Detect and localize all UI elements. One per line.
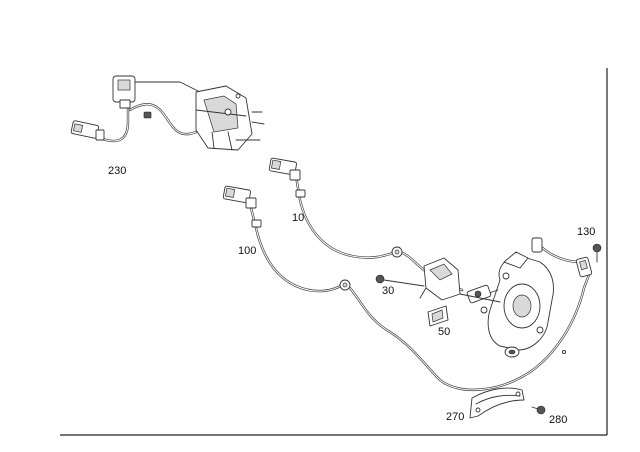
part-label-230: 230: [108, 165, 126, 177]
part-label-50: 50: [438, 326, 450, 338]
part-label-280: 280: [549, 414, 567, 426]
screw-130[interactable]: [592, 243, 602, 263]
sensor-bracket[interactable]: [419, 257, 501, 314]
bolt-30[interactable]: [375, 274, 425, 287]
plug-connector-230-left: [70, 120, 105, 141]
part-label-130: 130: [577, 226, 595, 238]
plug-connector-230-top: [112, 75, 136, 109]
part-label-10: 10: [292, 212, 304, 224]
sensor-cable-230[interactable]: [70, 75, 201, 143]
part-label-100: 100: [238, 245, 256, 257]
sensor-cable-100[interactable]: [222, 185, 592, 391]
part-label-270: 270: [446, 411, 464, 423]
holder-270[interactable]: [469, 387, 525, 419]
plug-connector-10: [268, 157, 301, 181]
wear-sensor-130[interactable]: [531, 237, 593, 278]
screw-280[interactable]: [531, 405, 546, 415]
plug-connector-100: [222, 185, 257, 209]
part-label-30: 30: [382, 285, 394, 297]
steering-knuckle[interactable]: [485, 251, 554, 358]
clip-50[interactable]: [427, 305, 449, 327]
control-module[interactable]: [195, 85, 265, 151]
